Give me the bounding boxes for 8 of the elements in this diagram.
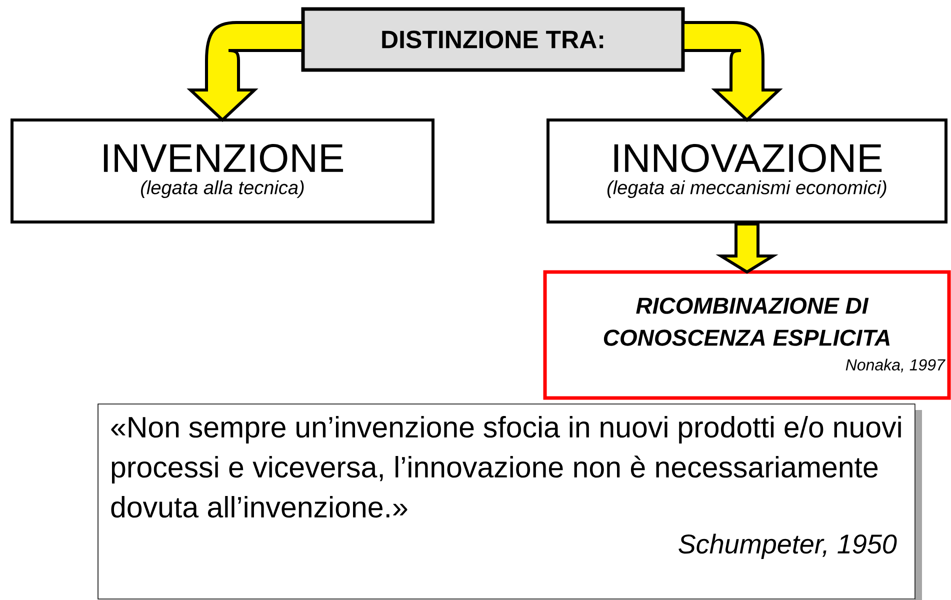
block-arrow [189,21,304,122]
definition-box: RICOMBINAZIONE DI CONOSCENZA ESPLICITA Nonaka, 1997 [543,270,951,400]
block-arrow [716,222,778,274]
concept-box: INVENZIONE (legata alla tecnica) [10,118,434,224]
quote-box: «Non sempre un’invenzione sfocia in nuovi prodotti e/o nuovi processi e viceversa, l’innovazione non è necessariamente dovuta all’invenzione.» Schumpeter, 1950 [98,404,916,600]
block-arrow [682,21,780,122]
heading-box: DISTINZIONE TRA: [301,7,685,72]
concept-box: INNOVAZIONE (legata ai meccanismi economici) [546,118,948,224]
